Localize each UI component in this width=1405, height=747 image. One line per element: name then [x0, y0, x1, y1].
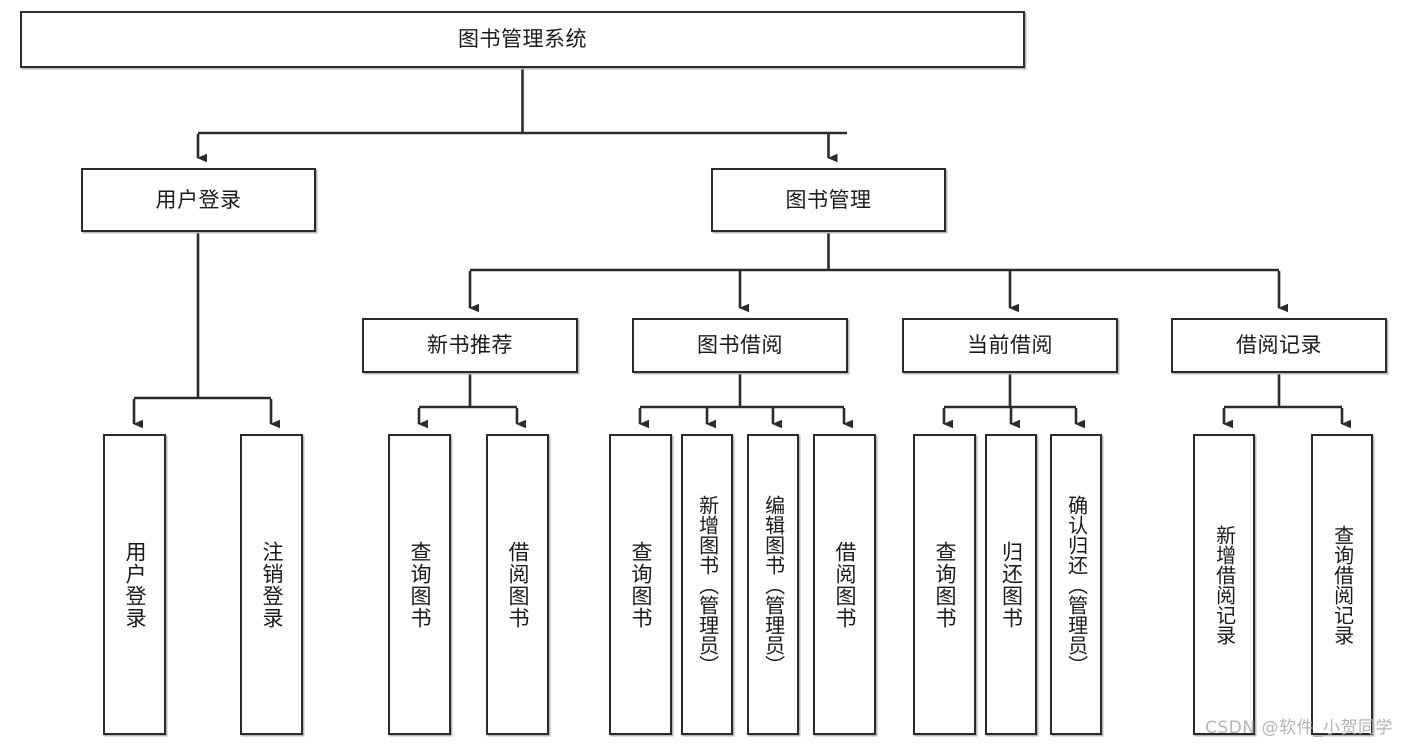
- leaf-new-book-borrow[interactable]: 借阅图书: [486, 434, 549, 735]
- node-label: 编辑图书（管理员）: [761, 494, 786, 675]
- node-label: 图书管理: [785, 187, 872, 212]
- node-label: 用户登录: [155, 187, 242, 212]
- node-label: 新增借阅记录: [1212, 524, 1237, 645]
- node-label: 新增图书（管理员）: [695, 494, 720, 675]
- leaf-book-borrow-edit-admin[interactable]: 编辑图书（管理员）: [747, 434, 799, 735]
- leaf-borrow-record-query[interactable]: 查询借阅记录: [1311, 434, 1373, 735]
- node-book-management[interactable]: 图书管理: [711, 168, 946, 232]
- node-label: 图书管理系统: [458, 27, 587, 52]
- node-label: 确认归还（管理员）: [1064, 494, 1089, 675]
- watermark-text: CSDN @软件_小贺同学: [1205, 718, 1393, 738]
- node-root-system[interactable]: 图书管理系统: [20, 11, 1025, 68]
- node-user-login[interactable]: 用户登录: [81, 168, 316, 232]
- node-label: 查询图书: [407, 540, 432, 629]
- node-label: 注销登录: [259, 540, 284, 629]
- leaf-book-borrow-borrow[interactable]: 借阅图书: [813, 434, 876, 735]
- node-borrow-record[interactable]: 借阅记录: [1171, 318, 1387, 373]
- node-label: 当前借阅: [967, 333, 1053, 358]
- node-label: 借阅记录: [1236, 333, 1322, 358]
- leaf-current-borrow-query[interactable]: 查询图书: [913, 434, 976, 735]
- node-new-book-recommend[interactable]: 新书推荐: [362, 318, 578, 373]
- leaf-book-borrow-query[interactable]: 查询图书: [609, 434, 672, 735]
- node-label: 借阅图书: [832, 540, 857, 629]
- node-label: 查询图书: [932, 540, 957, 629]
- node-label: 借阅图书: [505, 540, 530, 629]
- node-book-borrow[interactable]: 图书借阅: [632, 318, 848, 373]
- leaf-new-book-query[interactable]: 查询图书: [388, 434, 451, 735]
- leaf-user-login-logout[interactable]: 注销登录: [240, 434, 303, 735]
- node-label: 查询图书: [628, 540, 653, 629]
- leaf-current-borrow-confirm-admin[interactable]: 确认归还（管理员）: [1050, 434, 1102, 735]
- leaf-current-borrow-return[interactable]: 归还图书: [985, 434, 1037, 735]
- leaf-borrow-record-add[interactable]: 新增借阅记录: [1193, 434, 1255, 735]
- node-current-borrow[interactable]: 当前借阅: [902, 318, 1118, 373]
- leaf-user-login-login[interactable]: 用户登录: [103, 434, 166, 735]
- node-label: 查询借阅记录: [1330, 524, 1355, 645]
- node-label: 用户登录: [122, 540, 147, 629]
- leaf-book-borrow-add-admin[interactable]: 新增图书（管理员）: [681, 434, 733, 735]
- node-label: 图书借阅: [697, 333, 783, 358]
- node-label: 归还图书: [999, 540, 1024, 629]
- node-label: 新书推荐: [427, 333, 513, 358]
